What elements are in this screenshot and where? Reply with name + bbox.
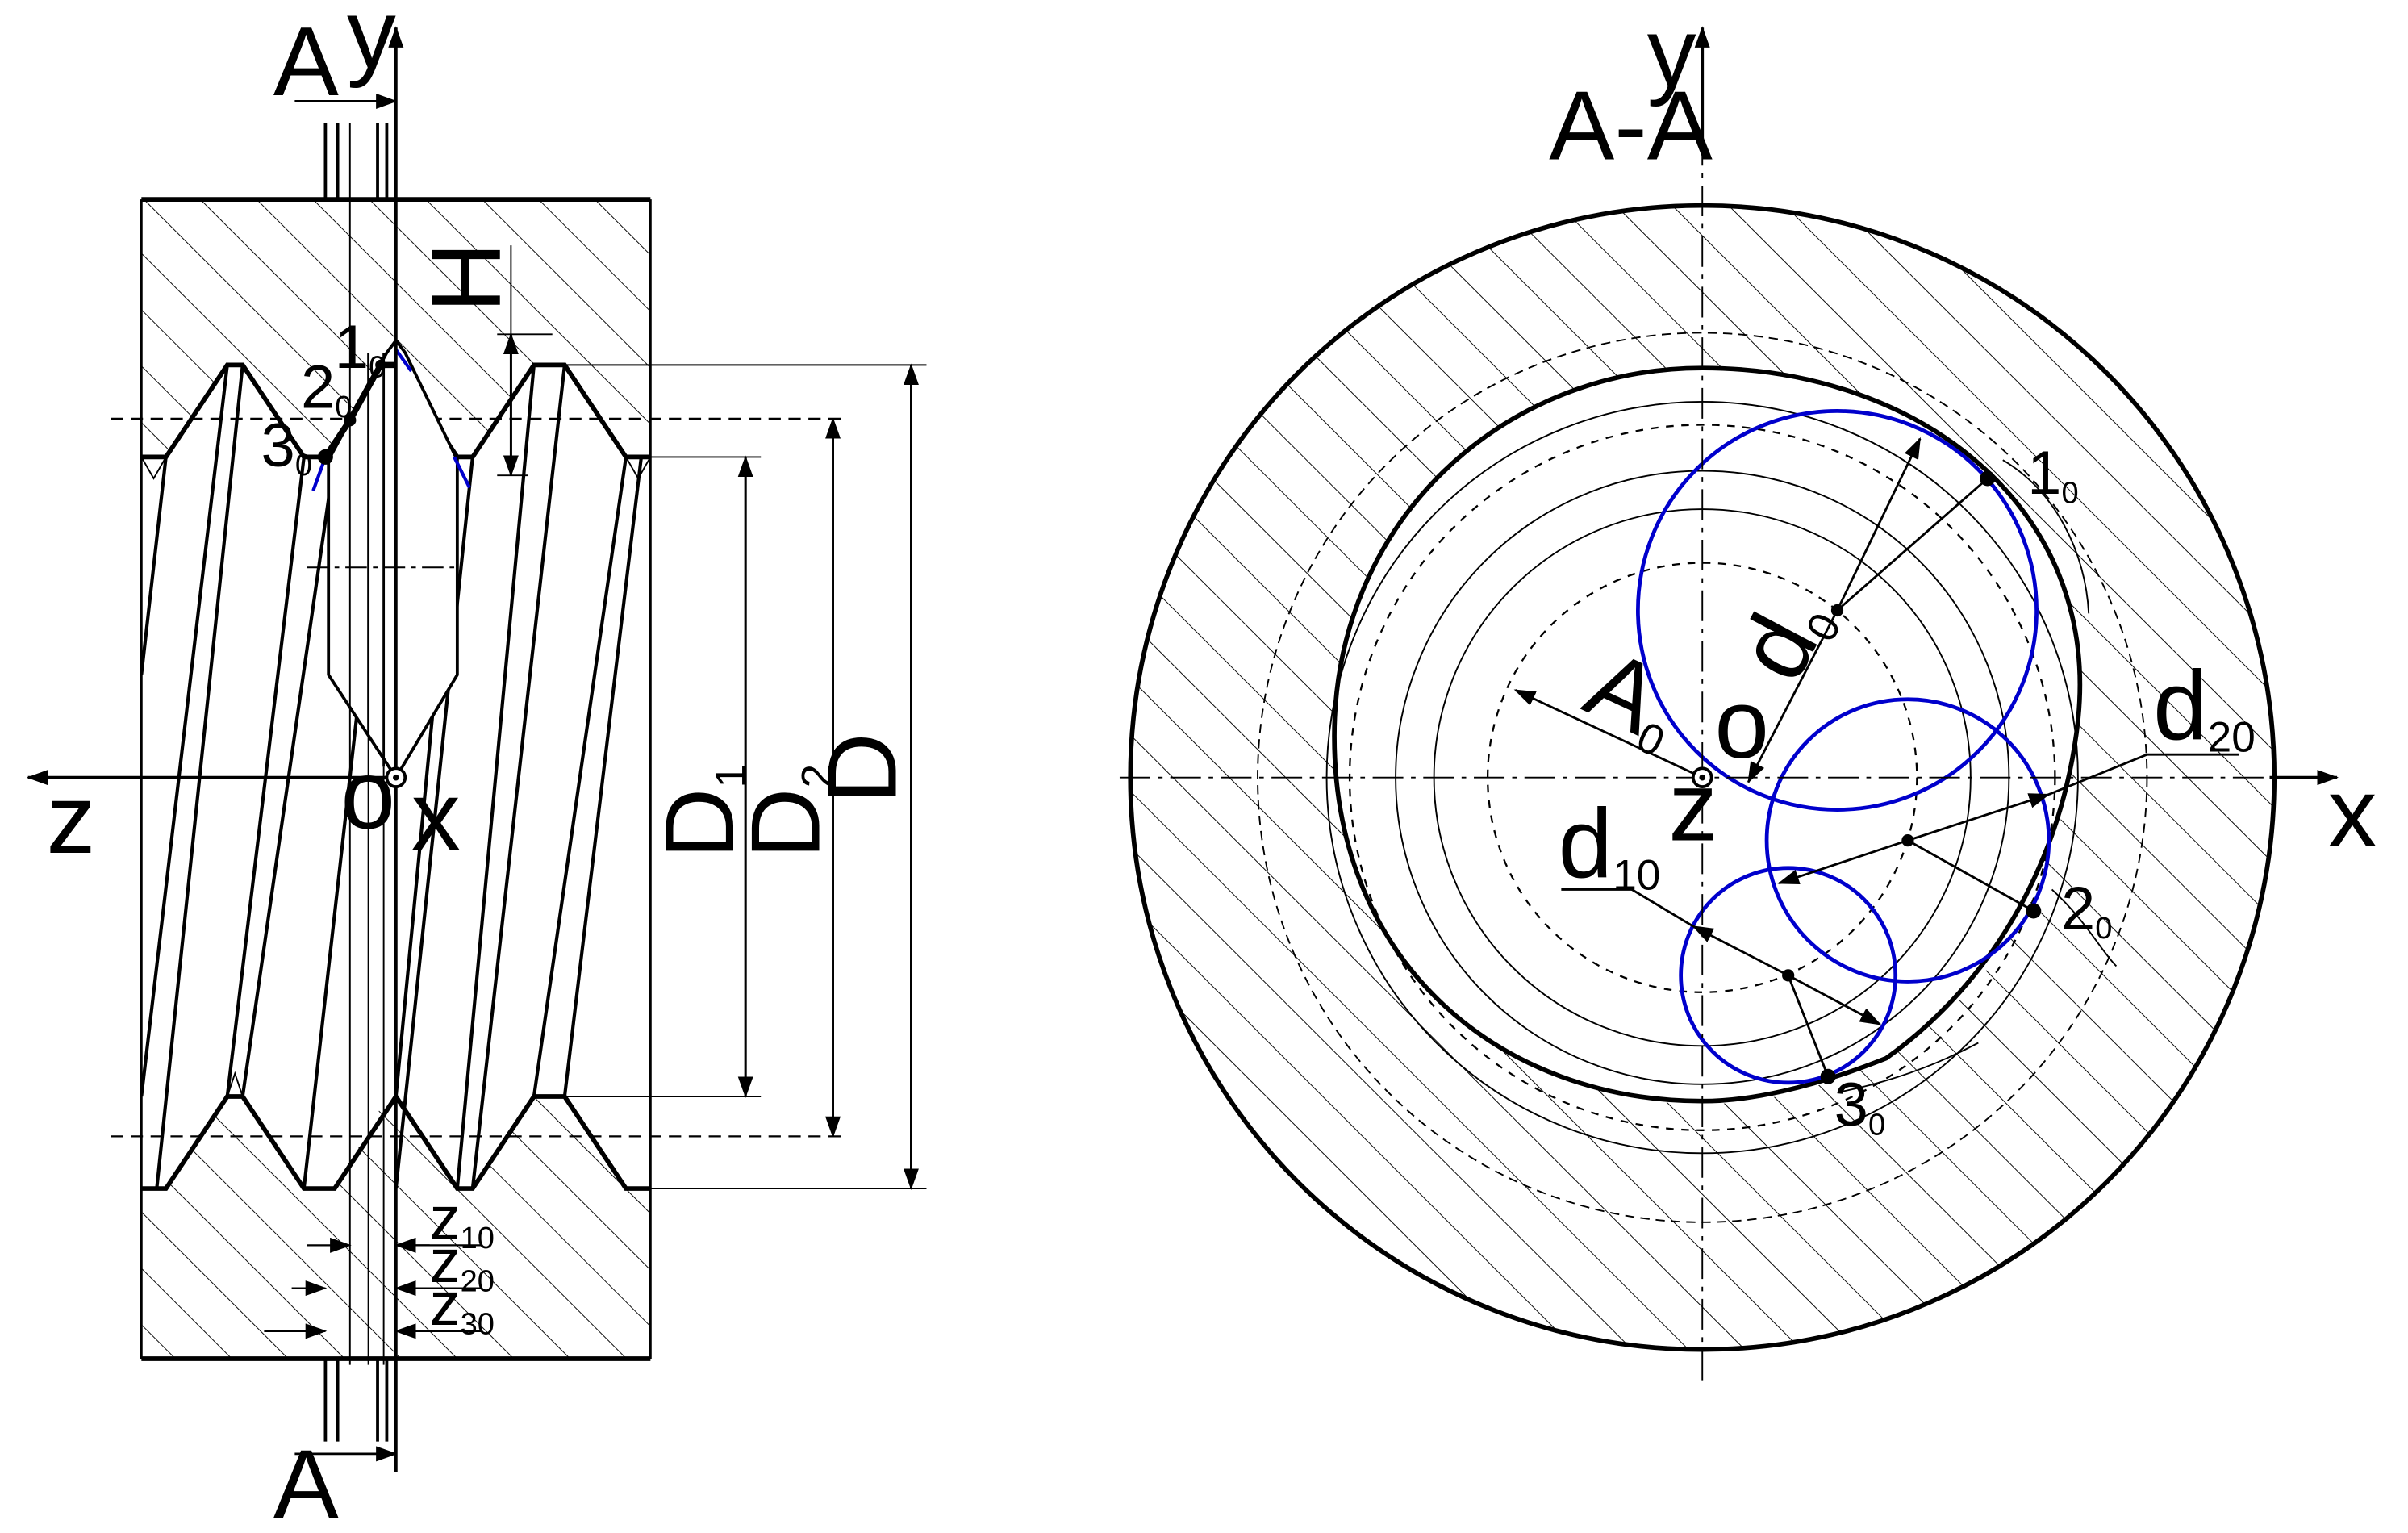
tool-circle-d0: [1636, 409, 2039, 812]
left-section-mark-bottom: A: [273, 1430, 339, 1529]
left-point-3: [317, 449, 333, 465]
section-title: A-A: [1549, 71, 1713, 181]
right-origin-label: o: [1714, 669, 1769, 779]
right-view: A-A y x z o 10 20 30 d0 A0 d20 d10: [1119, 0, 2377, 1381]
height-label: H: [411, 242, 521, 313]
tool-circle-d20: [1764, 697, 2051, 984]
d20-label: d20: [2153, 650, 2256, 761]
left-view: A A y z o x H 10 20 30 D1 D2 D z10 z20 z…: [26, 0, 927, 1533]
left-x-label: x: [411, 761, 461, 871]
bore-profile: [1332, 365, 2083, 1104]
left-section-mark-top: A: [273, 6, 339, 116]
offset-z30-label: z30: [430, 1270, 495, 1341]
offset-z10-label: z10: [430, 1184, 495, 1255]
dim-D-label: D: [807, 733, 916, 804]
left-origin-label: o: [340, 739, 395, 849]
right-z-label: z: [1668, 752, 1717, 862]
tool-circle-d10: [1679, 866, 1898, 1085]
left-point-3-label: 30: [261, 411, 312, 482]
right-x-label: x: [2328, 758, 2377, 867]
right-point-2: [2026, 903, 2042, 919]
right-point-2-label: 20: [2061, 875, 2112, 946]
right-point-1-label: 10: [2027, 439, 2078, 510]
right-point-3: [1820, 1068, 1836, 1084]
left-point-2-label: 20: [301, 353, 352, 424]
left-z-label: z: [46, 764, 95, 874]
left-y-label: y: [347, 0, 396, 89]
right-y-label: y: [1647, 0, 1696, 107]
right-point-3-label: 30: [1834, 1071, 1885, 1142]
left-point-1-label: 10: [335, 313, 386, 384]
offset-z20-label: z20: [430, 1227, 495, 1298]
d10-label: d10: [1559, 788, 1661, 899]
dim-D2-label: D2: [730, 764, 841, 858]
left-point-1: [375, 359, 386, 371]
dim-D1-label: D1: [645, 764, 755, 858]
right-point-1: [1980, 470, 1996, 487]
